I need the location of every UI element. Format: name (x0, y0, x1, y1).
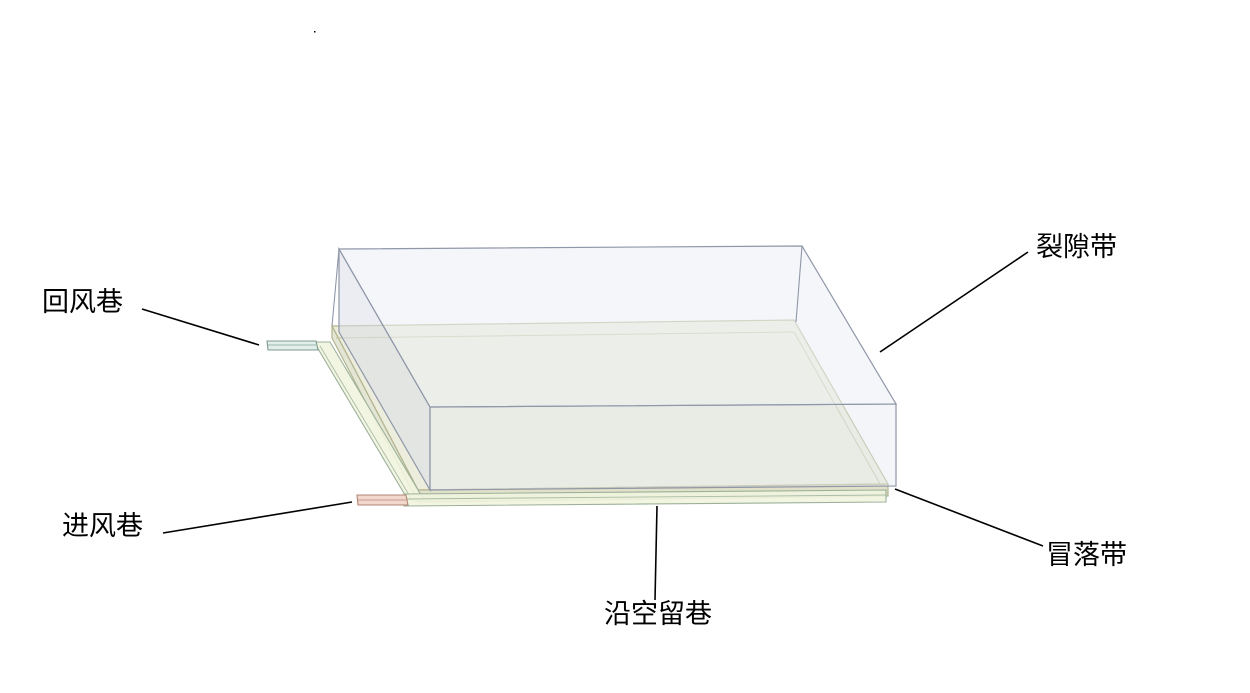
leader-line-return-airway (141, 308, 260, 346)
caving-zone-label: 冒落带 (1046, 540, 1127, 571)
fracture-zone-top-face (337, 245, 898, 408)
leader-line-fracture-zone (879, 251, 1029, 353)
gob-side-entry (313, 341, 887, 507)
fracture-zone-label: 裂隙带 (1036, 232, 1117, 263)
leader-line-intake-airway (162, 501, 353, 534)
gob-side-entry-left-inner (319, 345, 413, 501)
intake-airway (356, 494, 409, 506)
stray-dot (314, 31, 316, 33)
gob-side-entry-front-inner (403, 494, 887, 500)
return-airway-label: 回风巷 (42, 287, 123, 318)
return-airway (266, 340, 319, 351)
fracture-zone-front-face (429, 403, 897, 491)
leader-line-gob-side-entry (654, 505, 658, 601)
leader-line-caving-zone (894, 488, 1044, 547)
fracture-zone-edge (795, 245, 803, 323)
fracture-zone (331, 245, 898, 493)
intake-airway-label: 进风巷 (62, 511, 143, 542)
fracture-zone-edge (331, 248, 340, 327)
leader-lines (141, 251, 1044, 601)
gob-side-entry-label: 沿空留巷 (604, 599, 712, 630)
return-airway-body (266, 340, 319, 351)
